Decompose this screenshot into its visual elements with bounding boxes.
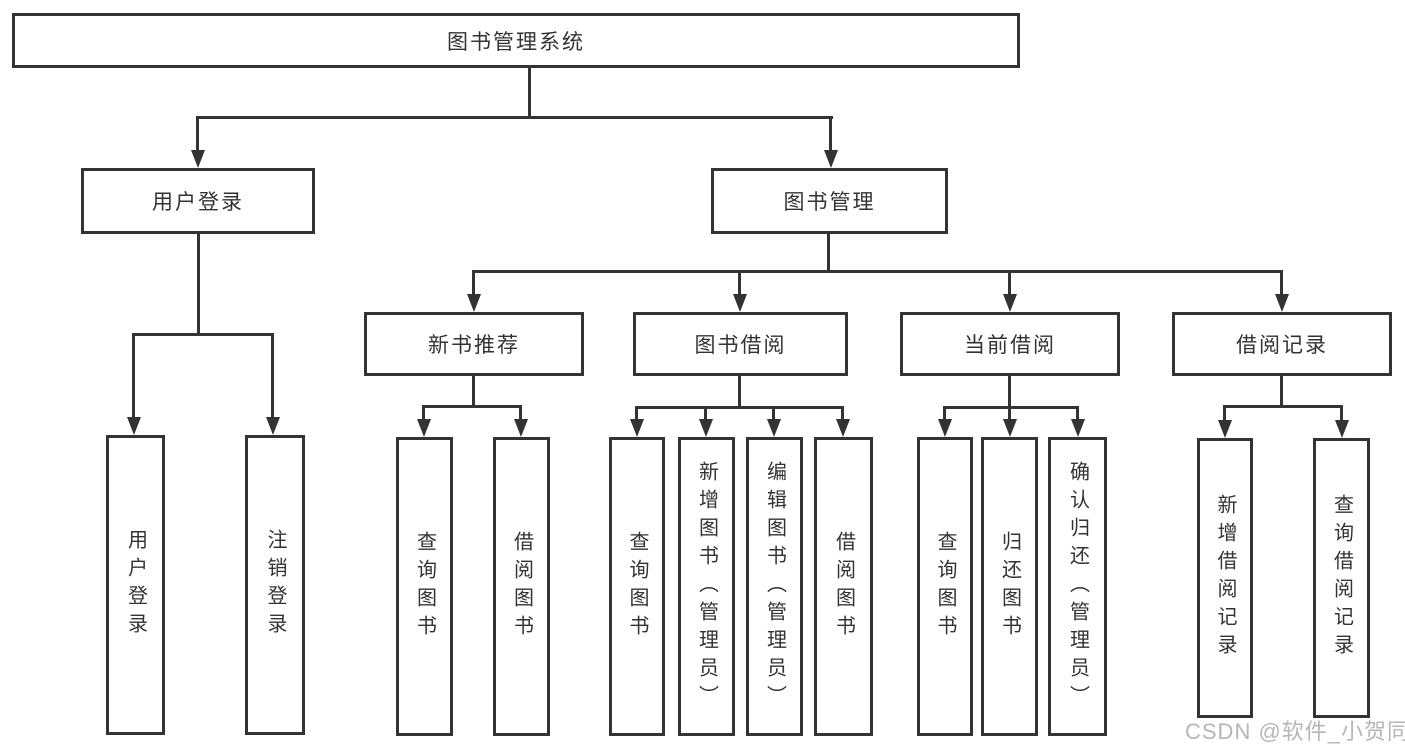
connector-root-stub (528, 68, 531, 118)
connector-bookmgmt-stub (827, 234, 830, 272)
watermark: CSDN @软件_小贺同学 (1185, 719, 1405, 744)
node-br-add: 新增借阅记录 (1197, 438, 1253, 718)
arrowhead-to-current-borrow (1003, 294, 1017, 312)
node-cb-query: 查询图书 (917, 437, 973, 736)
arrowhead-to-book-mgmt (824, 150, 838, 168)
connector-arrow-shaft (196, 118, 199, 156)
connector-arrow-shaft (829, 118, 832, 156)
connector-arrow-shaft (635, 408, 638, 423)
connector-arrow-shaft (472, 272, 475, 298)
connector-arrow-shaft (704, 408, 707, 423)
connector-arrow-shaft (943, 408, 946, 423)
connector-borrowrecord-split (1223, 405, 1343, 408)
arrowhead-to-br-add (1218, 420, 1232, 438)
node-bb-add: 新增图书（管理员） (678, 437, 735, 736)
node-book-mgmt: 图书管理 (711, 168, 948, 234)
node-nb-query: 查询图书 (396, 437, 453, 736)
node-nb-borrow: 借阅图书 (493, 437, 550, 736)
connector-arrow-shaft (132, 335, 135, 419)
connector-currentborrow-split (943, 406, 1079, 409)
connector-arrow-shaft (1223, 407, 1226, 424)
node-bb-query: 查询图书 (609, 437, 665, 736)
connector-arrow-shaft (422, 407, 425, 423)
connector-borrowrecord-stub (1280, 376, 1283, 407)
connector-arrow-shaft (738, 272, 741, 298)
node-book-borrow: 图书借阅 (633, 312, 848, 376)
node-cb-confirm: 确认归还（管理员） (1048, 437, 1107, 736)
arrowhead-to-bb-edit (767, 419, 781, 437)
node-br-query: 查询借阅记录 (1313, 438, 1370, 718)
arrowhead-to-borrow-record (1275, 294, 1289, 312)
connector-arrow-shaft (1340, 407, 1343, 424)
arrowhead-to-logout-leaf (266, 417, 280, 435)
connector-root-split (196, 116, 833, 119)
node-logout-leaf: 注销登录 (245, 435, 305, 735)
node-new-book-rec: 新书推荐 (364, 312, 584, 376)
arrowhead-to-bb-add (699, 419, 713, 437)
arrowhead-to-bb-borrow (836, 419, 850, 437)
connector-arrow-shaft (519, 407, 522, 423)
node-user-login-leaf: 用户登录 (106, 435, 165, 735)
connector-newbookrec-stub (472, 376, 475, 407)
connector-bookborrow-split (635, 406, 844, 409)
connector-arrow-shaft (1008, 272, 1011, 298)
node-current-borrow: 当前借阅 (900, 312, 1120, 376)
node-cb-return: 归还图书 (981, 437, 1038, 736)
connector-arrow-shaft (1076, 408, 1079, 423)
arrowhead-to-cb-return (1003, 419, 1017, 437)
connector-userlogin-split (132, 333, 274, 336)
connector-arrow-shaft (1008, 408, 1011, 423)
arrowhead-to-bb-query (630, 419, 644, 437)
connector-userlogin-stub (197, 233, 200, 335)
connector-newbookrec-split (422, 405, 522, 408)
arrowhead-to-book-borrow (733, 294, 747, 312)
arrowhead-to-nb-borrow (514, 419, 528, 437)
node-bb-borrow: 借阅图书 (814, 437, 873, 736)
connector-currentborrow-stub (1008, 376, 1011, 408)
connector-arrow-shaft (271, 335, 274, 419)
arrowhead-to-nb-query (417, 419, 431, 437)
connector-arrow-shaft (841, 408, 844, 423)
arrowhead-to-user-login (191, 150, 205, 168)
arrowhead-to-new-book-rec (467, 294, 481, 312)
connector-arrow-shaft (1280, 272, 1283, 298)
node-user-login: 用户登录 (81, 168, 315, 234)
arrowhead-to-user-login-leaf (127, 417, 141, 435)
arrowhead-to-cb-query (938, 419, 952, 437)
connector-bookmgmt-split (472, 270, 1283, 273)
node-borrow-record: 借阅记录 (1172, 312, 1392, 376)
node-bb-edit: 编辑图书（管理员） (746, 437, 803, 736)
connector-arrow-shaft (772, 408, 775, 423)
node-root: 图书管理系统 (12, 13, 1020, 68)
connector-bookborrow-stub (738, 376, 741, 408)
arrowhead-to-br-query (1335, 420, 1349, 438)
arrowhead-to-cb-confirm (1071, 419, 1085, 437)
